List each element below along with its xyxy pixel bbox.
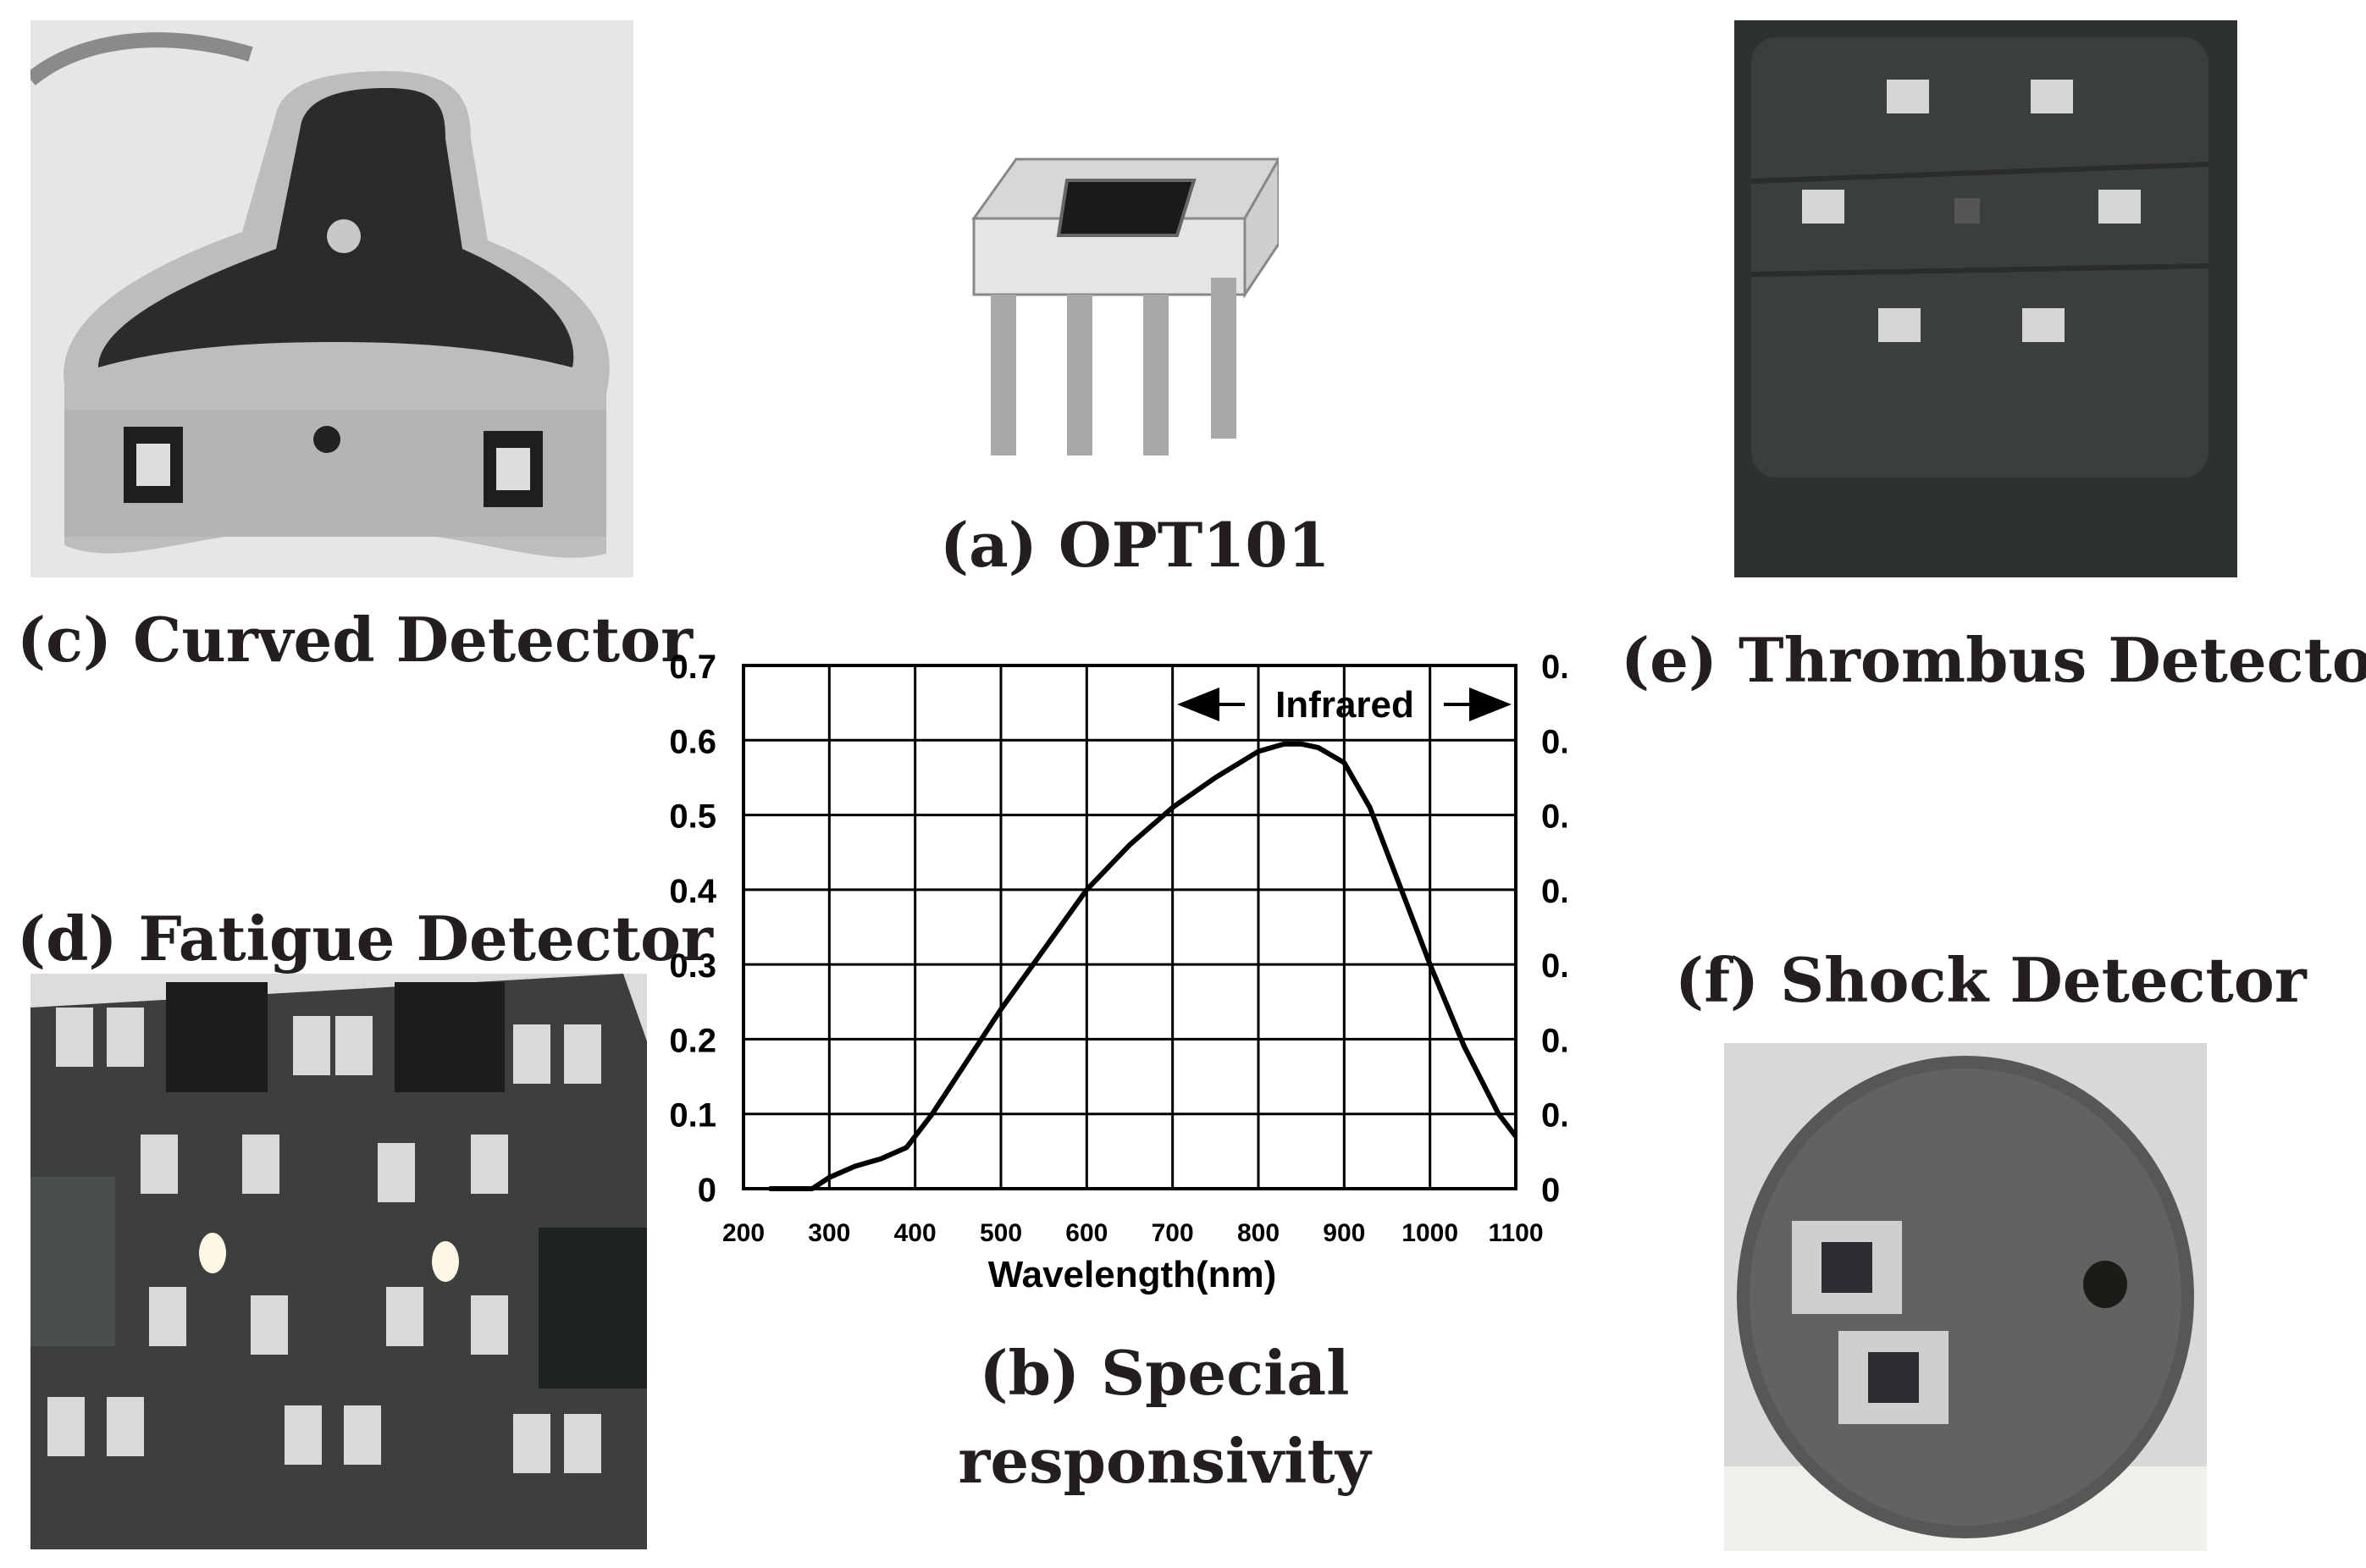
y-tick-label-right: 0.4 — [1541, 873, 1567, 910]
y-tick-label-right: 0.1 — [1541, 1097, 1567, 1135]
sensor-chip — [344, 1405, 381, 1465]
thrombus-detector-photo — [1734, 20, 2237, 577]
sensor-chip — [285, 1405, 322, 1465]
y-tick-label-left: 0.2 — [669, 1022, 716, 1059]
x-tick-label: 400 — [894, 1219, 937, 1247]
caption-b-line1: (b) Special — [979, 1337, 1350, 1409]
plot-frame — [742, 664, 1517, 1190]
infrared-left-arrow — [1177, 687, 1219, 721]
caption-f: (f) Shock Detector — [1675, 944, 2307, 1016]
x-tick-label: 1000 — [1401, 1219, 1458, 1247]
sensor-chip — [251, 1295, 288, 1355]
caption-a: (a) OPT101 — [940, 509, 1330, 581]
y-tick-label-left: 0.6 — [669, 723, 716, 760]
x-tick-label: 1100 — [1488, 1219, 1543, 1247]
chart-grid — [742, 664, 1517, 1190]
responsivity-chart: 00.10.20.30.40.50.60.7 00.10.20.30.40.50… — [669, 649, 1567, 1295]
caption-d: (d) Fatigue Detector — [17, 903, 713, 974]
infrared-annotation: Infrared — [1177, 684, 1512, 726]
responsivity-curve — [769, 741, 1518, 1191]
sensor-chip — [513, 1414, 550, 1473]
y-tick-label-left: 0.3 — [669, 947, 716, 985]
caption-c: (c) Curved Detector — [17, 604, 694, 676]
x-tick-label: 900 — [1323, 1219, 1365, 1247]
sensor-chip — [107, 1008, 144, 1067]
y-tick-label-left: 0.4 — [669, 873, 716, 910]
sensor-chip — [56, 1008, 93, 1067]
sensor-chip — [141, 1135, 178, 1194]
y-axis-left-ticks: 0 0.1 0.2 0.3 0.4 0.5 0.6 0.7 — [669, 649, 716, 1209]
caption-e: (e) Thrombus Detector — [1621, 624, 2366, 696]
x-axis-label: Wavelength(nm) — [988, 1254, 1277, 1295]
sensor-chip — [386, 1287, 423, 1346]
y-tick-label-right: 0.6 — [1541, 723, 1567, 760]
x-tick-label: 500 — [980, 1219, 1022, 1247]
sensor-chip — [242, 1135, 279, 1194]
y-tick-label-right: 0 — [1541, 1172, 1560, 1209]
sensor-chip — [378, 1143, 415, 1202]
x-tick-label: 300 — [808, 1219, 850, 1247]
sensor-chip — [47, 1397, 85, 1456]
chart-curve-layer — [769, 741, 1518, 1191]
opt101-chip-illustration — [940, 125, 1279, 464]
caption-b-line2: responsivity — [958, 1425, 1371, 1497]
y-tick-label-right: 0.3 — [1541, 947, 1567, 985]
y-tick-label-left: 0.1 — [669, 1097, 716, 1135]
sensor-chip — [471, 1135, 508, 1194]
x-tick-label: 800 — [1237, 1219, 1280, 1247]
sensor-chip — [564, 1414, 601, 1473]
y-tick-label-left: 0.7 — [669, 649, 716, 686]
infrared-right-arrow — [1469, 687, 1512, 721]
y-tick-label-left: 0.5 — [669, 798, 716, 836]
infrared-label: Infrared — [1275, 684, 1414, 726]
y-axis-right-ticks: 0 0.1 0.2 0.3 0.4 0.5 0.6 0.7 — [1541, 649, 1567, 1209]
shock-detector-photo — [1724, 1043, 2207, 1551]
x-tick-label: 600 — [1065, 1219, 1108, 1247]
sensor-chip — [335, 1016, 373, 1075]
y-tick-label-left: 0 — [698, 1172, 716, 1209]
sensor-chip — [107, 1397, 144, 1456]
sensor-chip — [149, 1287, 186, 1346]
sensor-chip — [513, 1024, 550, 1084]
sensor-chip — [293, 1016, 330, 1075]
fatigue-detector-photo — [30, 974, 647, 1549]
y-tick-label-right: 0.7 — [1541, 649, 1567, 686]
curved-detector-photo — [30, 20, 633, 577]
caption-b: (b) Special responsivity — [868, 1329, 1461, 1505]
sensor-chip — [564, 1024, 601, 1084]
x-axis-ticks: 200 300 400 500 600 700 800 900 1000 1100 — [722, 1219, 1544, 1247]
sensor-chip — [471, 1295, 508, 1355]
x-tick-label: 200 — [722, 1219, 765, 1247]
x-tick-label: 700 — [1152, 1219, 1194, 1247]
y-tick-label-right: 0.2 — [1541, 1022, 1567, 1059]
y-tick-label-right: 0.5 — [1541, 798, 1567, 836]
